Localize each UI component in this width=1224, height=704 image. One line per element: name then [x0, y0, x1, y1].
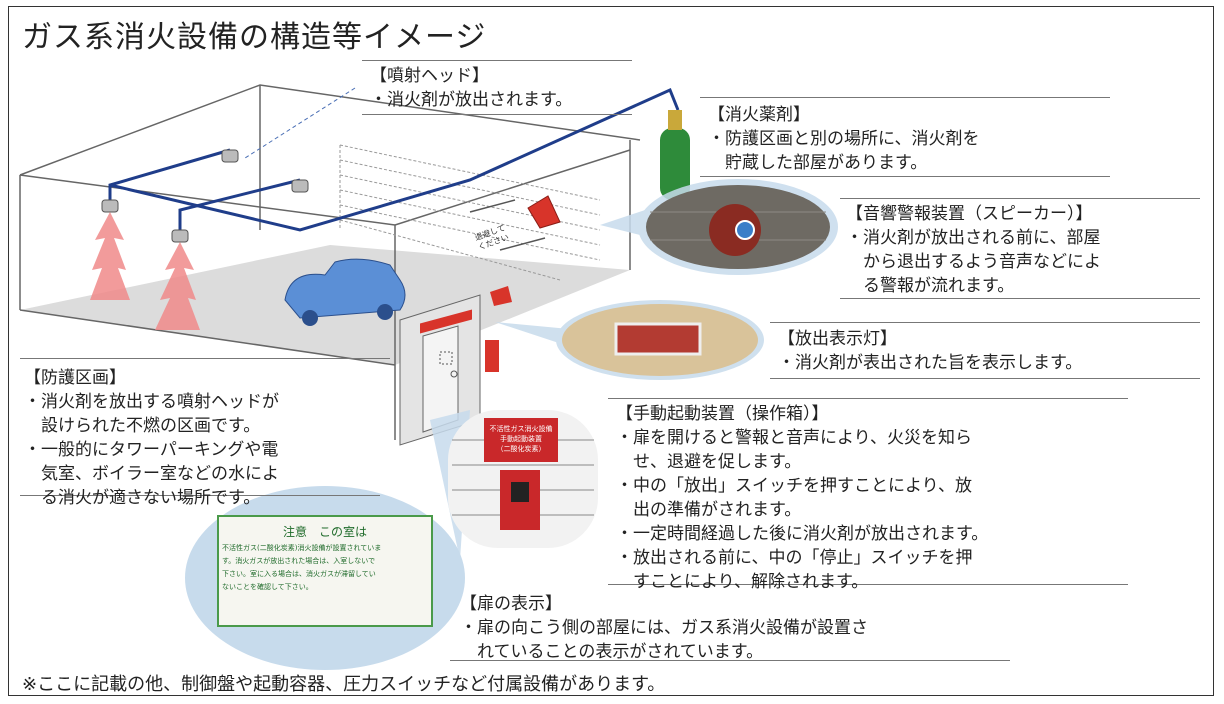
label-alarm-line-2: から退出するよう音声などによ	[846, 252, 1101, 272]
label-manual-heading: 【手動起動装置（操作箱）】	[616, 404, 829, 424]
door-window	[439, 351, 453, 365]
label-door-line-2: れていることの表示がされています。	[460, 642, 764, 662]
rule-nozzle-top	[362, 60, 632, 61]
exit-lamp	[420, 309, 472, 334]
door-sign-title: 注意 この室は	[282, 525, 367, 539]
label-manual-line-2: せ、退避を促します。	[616, 452, 802, 472]
label-zone-line-1: ・消火剤を放出する噴射ヘッドが	[24, 392, 279, 412]
door-sign-line-3: 下さい。室に入る場合は、消火ガスが滞留してい	[222, 570, 376, 578]
label-nozzle-line-1: ・消火剤が放出されます。	[370, 90, 573, 110]
label-agent-line-1: ・防護区画と別の場所に、消火剤を	[708, 129, 980, 149]
label-manual-line-6: ・放出される前に、中の「停止」スイッチを押	[616, 548, 973, 568]
speaker-room	[527, 195, 561, 229]
label-door-line-1: ・扉の向こう側の部屋には、ガス系消火設備が設置さ	[460, 618, 868, 638]
outer-frame	[8, 6, 1214, 696]
nozzle-heads	[101, 149, 309, 243]
label-manual-line-7: すことにより、解除されます。	[616, 572, 869, 592]
door-sign-plate	[217, 515, 433, 627]
rule-manual	[608, 584, 1128, 585]
label-manual: 【手動起動装置（操作箱）】 ・扉を開けると警報と音声により、火災を知ら せ、退避…	[616, 402, 988, 594]
evacuate-sign	[469, 199, 546, 251]
footer-note: ※ここに記載の他、制御盤や起動容器、圧力スイッチなど付属設備があります。	[22, 674, 666, 695]
label-nozzle-heading: 【噴射ヘッド】	[370, 66, 489, 86]
label-zone: 【防護区画】 ・消火剤を放出する噴射ヘッドが 設けられた不燃の区画です。 ・一般…	[24, 366, 279, 510]
rule-lamp-top	[770, 322, 1200, 323]
door-sign-text: 注意 この室は 不活性ガス(二酸化炭素)消火設備が設置されていま す。消火ガスが…	[222, 522, 428, 594]
label-door-heading: 【扉の表示】	[460, 594, 562, 614]
speaker-door	[490, 286, 512, 306]
rule-zone	[20, 495, 380, 496]
manual-box	[485, 340, 499, 372]
box-sign-line-2: 手動起動装置	[500, 435, 542, 443]
lamp-panel	[614, 322, 702, 356]
pointer-line	[244, 87, 356, 159]
label-zone-line-2: 設けられた不燃の区画です。	[24, 416, 261, 436]
rule-alarm-top	[840, 198, 1200, 199]
rule-agent	[700, 176, 1110, 177]
label-manual-line-1: ・扉を開けると警報と音声により、火災を知ら	[616, 428, 972, 448]
box-sign-line-1: 不活性ガス消火設備	[489, 425, 553, 433]
page-title: ガス系消火設備の構造等イメージ	[22, 20, 487, 55]
alarm-emblem	[735, 220, 755, 240]
door-sign-line-1: 不活性ガス(二酸化炭素)消火設備が設置されていま	[222, 544, 382, 552]
label-manual-line-4: 出の準備がされます。	[616, 500, 802, 520]
label-manual-line-3: ・中の「放出」スイッチを押すことにより、放	[616, 476, 972, 496]
box-sign-text: 不活性ガス消火設備 手動起動装置 （二酸化炭素）	[486, 424, 556, 454]
label-alarm: 【音響警報装置（スピーカー）】 ・消火剤が放出される前に、部屋 から退出するよう…	[846, 202, 1101, 298]
rule-manual-top	[608, 398, 1128, 399]
agent-cylinder	[660, 110, 690, 200]
label-lamp-line-1: ・消火剤が表出された旨を表示します。	[778, 353, 1083, 373]
label-manual-line-5: ・一定時間経過した後に消火剤が放出されます。	[616, 524, 989, 544]
rule-zone-top	[20, 358, 390, 359]
door-sign-line-4: ないことを確認して下さい。	[222, 583, 313, 591]
label-nozzle: 【噴射ヘッド】 ・消火剤が放出されます。	[370, 64, 572, 112]
box-sign-line-3: （二酸化炭素）	[496, 445, 546, 453]
label-agent: 【消火薬剤】 ・防護区画と別の場所に、消火剤を 貯蔵した部屋があります。	[708, 103, 980, 175]
spray	[90, 212, 200, 330]
label-alarm-heading: 【音響警報装置（スピーカー）】	[846, 204, 1093, 224]
label-door: 【扉の表示】 ・扉の向こう側の部屋には、ガス系消火設備が設置さ れていることの表…	[460, 592, 868, 664]
label-zone-line-4: 気室、ボイラー室などの水によ	[24, 464, 279, 484]
door-knob	[450, 370, 458, 378]
label-agent-line-2: 貯蔵した部屋があります。	[708, 153, 928, 173]
rule-lamp	[770, 378, 1200, 379]
rule-agent-top	[700, 97, 1110, 98]
rule-door	[450, 660, 1010, 661]
label-alarm-line-3: る警報が流れます。	[846, 276, 1015, 296]
car	[284, 258, 406, 326]
rule-alarm	[840, 298, 1200, 299]
label-lamp-heading: 【放出表示灯】	[778, 329, 897, 349]
door-sign-line-2: す。消火ガスが放出された場合は、入室しないで	[222, 557, 376, 565]
label-lamp: 【放出表示灯】 ・消火剤が表出された旨を表示します。	[778, 327, 1082, 375]
label-alarm-line-1: ・消火剤が放出される前に、部屋	[846, 228, 1101, 248]
label-zone-heading: 【防護区画】	[24, 368, 126, 388]
manual-photo	[448, 410, 598, 548]
label-agent-heading: 【消火薬剤】	[708, 105, 810, 125]
label-zone-line-5: る消火が適さない場所です。	[24, 488, 261, 508]
rule-nozzle	[362, 114, 632, 115]
room-walls	[19, 84, 641, 440]
label-zone-line-3: ・一般的にタワーパーキングや電	[24, 440, 279, 460]
